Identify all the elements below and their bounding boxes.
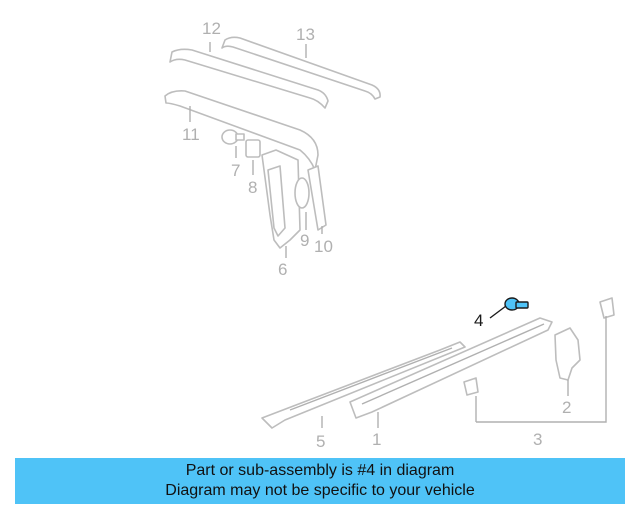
callout-4: 4 [474, 311, 483, 330]
callout-2: 2 [562, 398, 571, 417]
callout-6: 6 [278, 260, 287, 279]
callout-3: 3 [533, 430, 542, 449]
callout-5: 5 [316, 432, 325, 451]
leader-lines [189, 42, 607, 428]
part-5-ridge-line [289, 347, 453, 411]
callout-8: 8 [248, 178, 257, 197]
callout-10: 10 [314, 237, 333, 256]
part-3-clip-b[interactable] [463, 377, 479, 396]
part-10-garnish[interactable] [307, 165, 327, 231]
part-5-scuff-plate[interactable] [261, 341, 466, 429]
part-7-clip[interactable] [221, 129, 245, 145]
part-4-screw[interactable] [504, 297, 529, 311]
callout-1: 1 [372, 430, 381, 449]
part-1-rocker-molding[interactable] [349, 317, 553, 419]
info-banner: Part or sub-assembly is #4 in diagram Di… [15, 458, 625, 504]
part-12-roof-molding[interactable] [169, 48, 329, 109]
callout-11: 11 [182, 125, 200, 144]
callout-12: 12 [202, 19, 221, 38]
banner-line-1: Part or sub-assembly is #4 in diagram [185, 462, 455, 479]
banner-line-2: Diagram may not be specific to your vehi… [165, 482, 475, 499]
parts-diagram: 12 13 11 7 8 9 10 6 4 2 5 1 3 [164, 19, 615, 451]
part-1-inner-line [361, 323, 545, 405]
part-9-pad[interactable] [294, 177, 310, 209]
part-8-clip[interactable] [245, 139, 261, 158]
callout-9: 9 [300, 231, 309, 250]
part-2-bracket[interactable] [554, 327, 581, 381]
callout-13: 13 [296, 25, 315, 44]
part-3-clip-a[interactable] [599, 297, 615, 319]
callout-7: 7 [231, 161, 240, 180]
part-6-inner-detail [267, 165, 286, 237]
part-13-roof-molding[interactable] [221, 36, 381, 100]
